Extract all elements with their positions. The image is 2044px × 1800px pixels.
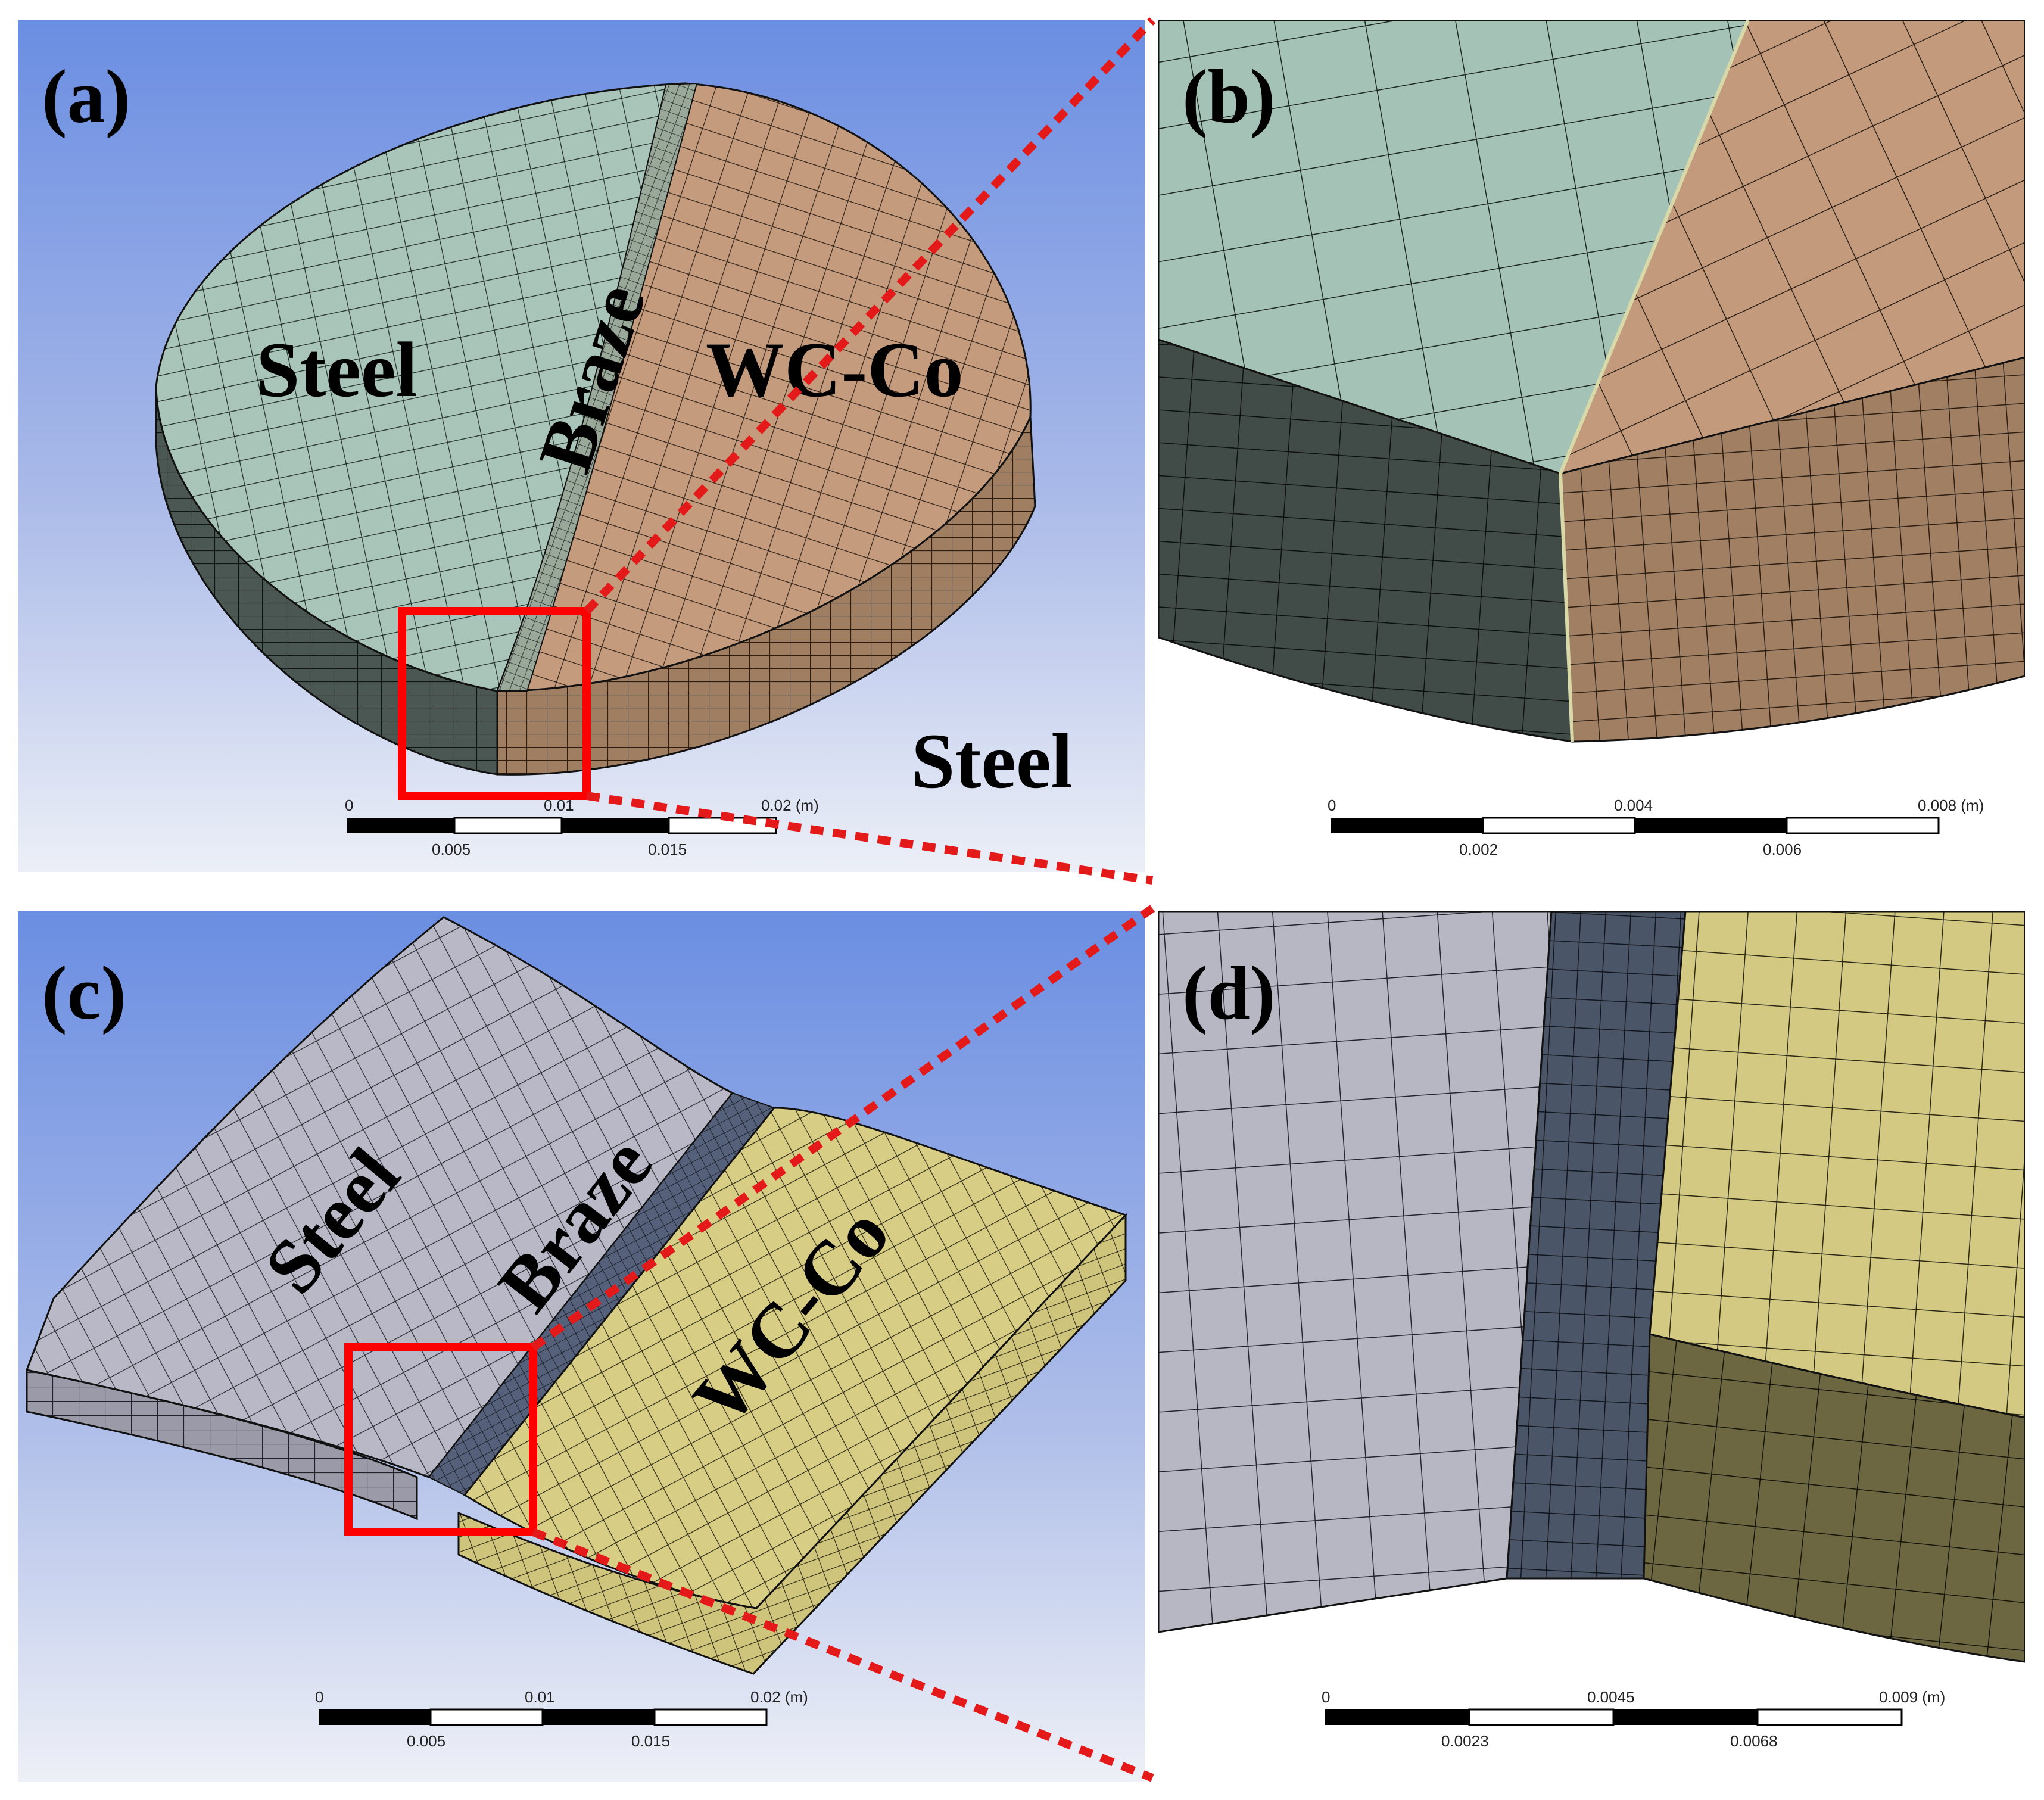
scale-b-tick-0: 0 (1328, 796, 1336, 814)
material-label-wcco: WC-Co (706, 326, 964, 413)
scale-d-tick-4: 0.0068 (1730, 1732, 1778, 1750)
scale-a-tick-4: 0.015 (648, 840, 687, 858)
panel-b: (b) 0 0.004 0.008 (m) 0.002 0.006 (1158, 20, 2025, 872)
scale-b-tick-1: 0.004 (1614, 796, 1653, 814)
scale-c-tick-1: 0.01 (525, 1688, 555, 1706)
scale-bar-b: 0 0.004 0.008 (m) 0.002 0.006 (1328, 796, 1984, 858)
zoom-b-wcco-side (1559, 356, 2025, 743)
panel-a-label: (a) (42, 54, 130, 139)
scale-bar-d: 0 0.0045 0.009 (m) 0.0023 0.0068 (1322, 1688, 1945, 1750)
zoom-d-wcco-side (1643, 1333, 2025, 1663)
scale-d-tick-1: 0.0045 (1587, 1688, 1635, 1706)
disk-top-braze (496, 82, 698, 692)
scale-b-tick-4: 0.006 (1763, 840, 1802, 858)
zoom-connector-a-top (583, 17, 1156, 614)
zoom-box-a (398, 607, 591, 800)
scale-a-tick-2: 0.02 (m) (761, 796, 819, 814)
scale-a-tick-3: 0.005 (432, 840, 471, 858)
scale-d-tick-3: 0.0023 (1441, 1732, 1489, 1750)
panel-c-label: (c) (42, 951, 126, 1035)
scale-d-tick-0: 0 (1322, 1688, 1330, 1706)
scale-c-tick-0: 0 (315, 1688, 323, 1706)
zoom-d-wcco-top (1649, 911, 2025, 1419)
strip-top-steel (25, 916, 734, 1478)
scale-a-tick-1: 0.01 (544, 796, 574, 814)
zoom-box-c (344, 1343, 537, 1536)
scale-a-tick-0: 0 (345, 796, 353, 814)
panel-d-label: (d) (1182, 951, 1275, 1035)
panel-b-label: (b) (1182, 54, 1275, 139)
scale-bar-a: 0 0.01 0.02 (m) 0.005 0.015 (345, 796, 819, 858)
zoom-b-steel-side (1158, 338, 1573, 743)
material-label-steel-substrate: Steel (911, 717, 1073, 805)
panel-d: (d) 0 0.0045 0.009 (m) 0.0023 0.0068 (1158, 911, 2025, 1782)
scale-c-tick-2: 0.02 (m) (750, 1688, 808, 1706)
panel-c: (c) Steel Braze WC-Co 0 0.01 0.02 (m) 0.… (18, 911, 1145, 1782)
zoom-b-braze-line (1558, 20, 1750, 742)
scale-b-tick-3: 0.002 (1459, 840, 1498, 858)
scale-bar-c: 0 0.01 0.02 (m) 0.005 0.015 (315, 1688, 808, 1750)
zoom-connector-a-bottom (585, 792, 1154, 885)
scale-b-tick-2: 0.008 (m) (1918, 796, 1984, 814)
panel-a: (a) Steel Braze WC-Co Steel 0 0.01 0.02 … (18, 20, 1145, 872)
zoom-connector-c-bottom (531, 1528, 1154, 1782)
strip-side-wcco (457, 1213, 1127, 1675)
material-label-steel: Steel (256, 326, 417, 413)
scale-c-tick-3: 0.005 (407, 1732, 445, 1750)
scale-d-tick-2: 0.009 (m) (1879, 1688, 1945, 1706)
scale-c-tick-4: 0.015 (631, 1732, 670, 1750)
